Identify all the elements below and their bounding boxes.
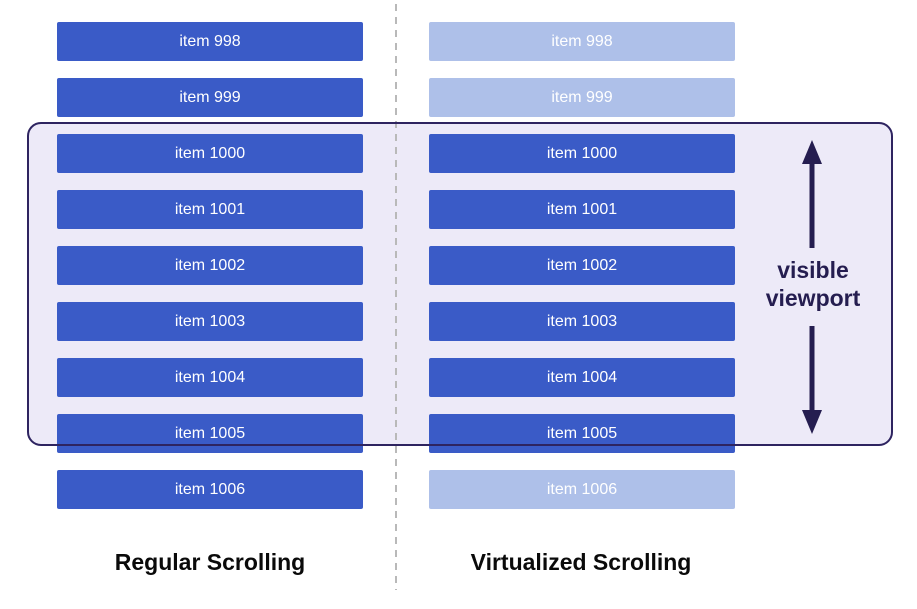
list-item: item 1004 <box>57 358 363 397</box>
list-item: item 1001 <box>429 190 735 229</box>
list-item: item 998 <box>57 22 363 61</box>
list-item: item 1005 <box>429 414 735 453</box>
list-item: item 1005 <box>57 414 363 453</box>
list-item: item 1004 <box>429 358 735 397</box>
column-divider-dashed-line <box>395 4 397 590</box>
list-item: item 1003 <box>57 302 363 341</box>
list-item: item 1006 <box>57 470 363 509</box>
list-item: item 1002 <box>429 246 735 285</box>
list-item: item 998 <box>429 22 735 61</box>
column-title-regular: Regular Scrolling <box>114 549 306 575</box>
list-item: item 1001 <box>57 190 363 229</box>
list-item: item 1000 <box>429 134 735 173</box>
list-item: item 1006 <box>429 470 735 509</box>
list-item: item 999 <box>429 78 735 117</box>
list-item: item 1002 <box>57 246 363 285</box>
regular-scrolling-list: item 998 item 999 item 1000 item 1001 item 1… <box>57 0 363 540</box>
list-item: item 1000 <box>57 134 363 173</box>
viewport-label: visible viewport <box>765 257 861 311</box>
virtualized-scrolling-list: item 998 item 999 item 1000 item 1001 item 1… <box>429 0 735 540</box>
viewport-extent-arrow-icon <box>802 140 822 434</box>
list-item: item 1003 <box>429 302 735 341</box>
column-title-virtualized: Virtualized Scrolling <box>470 549 692 575</box>
list-item: item 999 <box>57 78 363 117</box>
